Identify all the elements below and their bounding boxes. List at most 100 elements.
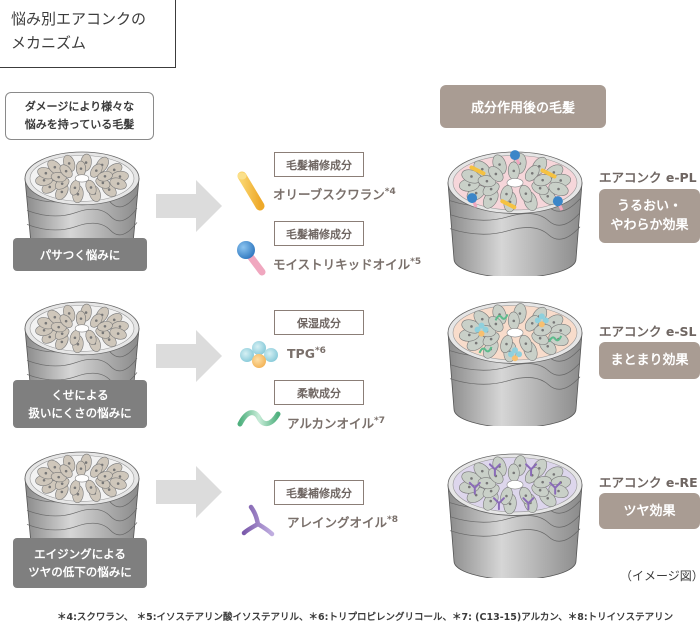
arrow-right-icon [156, 466, 222, 518]
image-note: （イメージ図） [620, 569, 700, 583]
cell-nucleus [538, 336, 542, 340]
cell-nucleus [57, 325, 60, 329]
cell-nucleus [546, 344, 550, 348]
cell-nucleus [84, 461, 88, 464]
cell-nucleus [489, 489, 493, 493]
ingredient-name: アレイングオイル*8 [287, 512, 398, 531]
cell-nucleus [103, 174, 107, 178]
effect-text-2: やわらか効果 [610, 218, 689, 233]
ingredient-tag: 保湿成分 [274, 310, 364, 335]
arrow-right-icon [156, 330, 222, 382]
concern-label-dryness: パサつく悩みに [13, 238, 147, 271]
cell-nucleus [95, 319, 98, 322]
tpg-mark [478, 322, 485, 329]
tpg-mark [516, 351, 522, 358]
cell-nucleus [118, 475, 122, 478]
cell-nucleus [103, 324, 107, 328]
cell-nucleus [489, 499, 493, 503]
tpg-molecule-icon [240, 341, 278, 368]
cell-nucleus [116, 482, 120, 485]
cell-nucleus [467, 485, 471, 489]
cell-nucleus [44, 471, 48, 475]
oil-mark-head [510, 150, 520, 161]
cell-nucleus [48, 485, 52, 489]
cell-nucleus [541, 178, 544, 182]
squalane-rod-icon [237, 171, 265, 211]
cell-nucleus [546, 496, 550, 500]
squalane-mark [469, 165, 486, 176]
cell-nucleus [489, 337, 493, 341]
cell-nucleus [60, 190, 64, 194]
medulla [74, 174, 90, 183]
cell-nucleus [524, 342, 528, 345]
cell-nucleus [118, 325, 122, 328]
cell-nucleus [64, 469, 68, 473]
cell-nucleus [480, 317, 484, 321]
cell-nucleus [505, 192, 508, 196]
cell-nucleus [60, 490, 64, 494]
cell-nucleus [44, 171, 48, 175]
cell-nucleus [64, 169, 68, 173]
page-title: 悩み別エアコンクの メカニズム [0, 0, 176, 68]
cell-nucleus [116, 332, 120, 335]
cell-nucleus [60, 340, 64, 344]
cell-nucleus [485, 179, 489, 183]
cell-nucleus [101, 331, 105, 335]
cell-nucleus [76, 192, 80, 196]
effect-badge-gloss: ツヤ効果 [599, 493, 700, 529]
concern-text-1: エイジングによる [34, 547, 126, 561]
ingredient-name-text: アレイングオイル [287, 515, 388, 530]
cell-nucleus [470, 325, 473, 328]
concern-text: パサつく悩みに [39, 247, 121, 262]
title-line-2: メカニズム [11, 34, 87, 52]
concern-text-1: くせによる [51, 388, 109, 402]
cell-nucleus [541, 328, 544, 332]
cuticle-line [449, 226, 581, 240]
cuticle-line [26, 208, 138, 222]
tpg-mark [478, 330, 485, 337]
cell-nucleus [67, 162, 71, 165]
cell-nucleus [512, 471, 516, 475]
damaged-hair-label: ダメージにより様々な 悩みを持っている毛髪 [5, 92, 154, 140]
cell-nucleus [48, 335, 52, 339]
tpg-mark [538, 321, 545, 328]
footnote-ref: *6 [314, 346, 326, 356]
cell-nucleus [107, 488, 111, 491]
medulla [74, 324, 90, 333]
treated-hair-cross-section-pl [445, 148, 585, 276]
cell-nucleus [557, 187, 560, 191]
footnote-ref: *5 [410, 257, 422, 267]
cell-nucleus [73, 486, 77, 490]
cell-nucleus [480, 167, 484, 171]
arraying-oil-mark [522, 497, 535, 511]
cell-nucleus [512, 169, 516, 173]
tpg-mark [508, 351, 514, 358]
footnote-ref: *8 [387, 515, 398, 525]
cell-nucleus [505, 494, 508, 498]
cell-nucleus [79, 167, 83, 170]
cell-nucleus [64, 319, 68, 323]
after-treatment-label: 成分作用後の毛髪 [440, 85, 606, 128]
cell-nucleus [60, 482, 64, 485]
ingredient-name-text: アルカンオイル [287, 416, 375, 431]
cell-nucleus [112, 168, 116, 172]
product-name-e-pl: エアコンク e-PL [599, 170, 697, 185]
cell-nucleus [57, 175, 60, 179]
cell-nucleus [470, 477, 473, 480]
cell-nucleus [494, 322, 498, 326]
cuticle-line [26, 522, 138, 536]
ingredient-name: アルカンオイル*7 [287, 413, 385, 432]
cell-nucleus [538, 186, 542, 190]
cell-nucleus [524, 494, 528, 497]
cell-nucleus [103, 474, 107, 478]
cell-nucleus [470, 175, 473, 178]
ingredient-tag: 毛髪補修成分 [274, 221, 364, 246]
cell-nucleus [494, 172, 498, 176]
cell-nucleus [524, 192, 528, 195]
ingredient-tag: 柔軟成分 [274, 380, 364, 405]
cuticle-line [449, 514, 581, 528]
ingredient-name-text: TPG [287, 346, 315, 361]
tpg-mark [538, 313, 545, 320]
arrow-right-icon [156, 180, 222, 232]
cell-nucleus [53, 165, 57, 169]
